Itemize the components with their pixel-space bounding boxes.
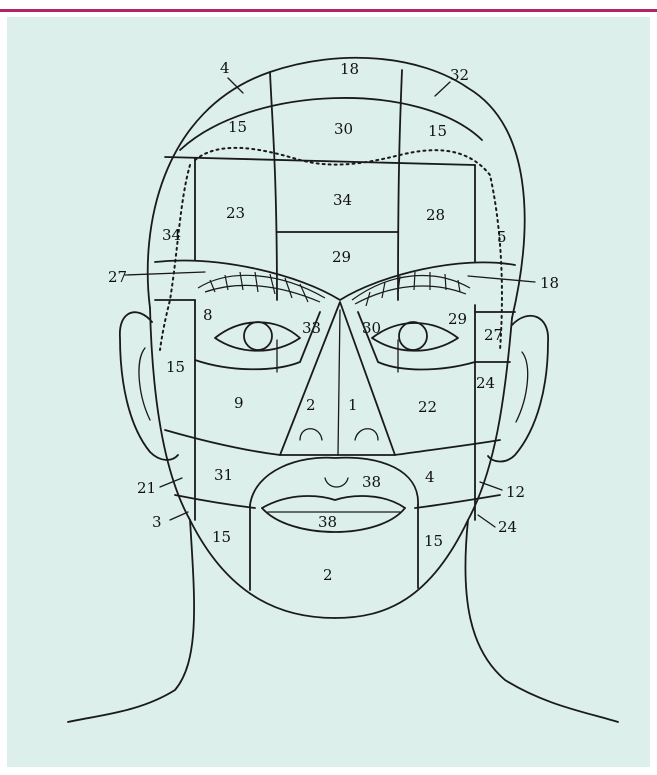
nose-bridge	[338, 310, 340, 455]
left-eyebrow	[198, 272, 325, 302]
zone-label: 24	[476, 374, 495, 392]
zone-label: 28	[426, 206, 445, 224]
leader-line-3	[170, 512, 188, 520]
scalp-center-right	[398, 70, 402, 300]
zone-label: 5	[497, 228, 507, 246]
zone-label: 15	[228, 118, 247, 136]
right-iris	[399, 322, 427, 350]
jaw-line-left	[175, 495, 255, 508]
neck-right	[465, 520, 618, 722]
upper-lip-region	[250, 458, 418, 505]
leader-line-21	[160, 478, 182, 487]
jaw-line-right	[415, 495, 500, 508]
zone-label: 31	[214, 466, 233, 484]
zone-label: 38	[362, 473, 381, 491]
zone-label: 38	[318, 513, 337, 531]
zone-label: 2	[323, 566, 333, 584]
zone-label: 4	[220, 59, 230, 77]
neck-left	[68, 520, 194, 722]
zone-label: 33	[302, 319, 321, 337]
zone-label: 27	[108, 268, 127, 286]
zone-label: 15	[428, 122, 447, 140]
zone-label: 12	[506, 483, 525, 501]
zone-label: 32	[450, 66, 469, 84]
zone-label: 30	[362, 319, 381, 337]
philtrum	[325, 478, 348, 487]
right-eyebrow	[352, 272, 470, 306]
zone-label: 1	[348, 396, 358, 414]
zone-label: 34	[333, 191, 352, 209]
left-iris	[244, 322, 272, 350]
right-ear-inner	[516, 352, 528, 422]
left-eye	[215, 322, 300, 351]
zone-label: 15	[424, 532, 443, 550]
zone-label: 29	[332, 248, 351, 266]
zone-label: 30	[334, 120, 353, 138]
zone-label: 27	[484, 326, 503, 344]
zone-label: 8	[203, 306, 213, 324]
nostrils	[300, 429, 378, 440]
mouth-upper	[262, 496, 405, 508]
leader-line-32	[435, 82, 450, 96]
zone-label: 2	[306, 396, 316, 414]
brow-line	[155, 261, 515, 300]
leader-line-24	[478, 515, 495, 527]
zone-label: 18	[540, 274, 559, 292]
zone-label: 21	[137, 479, 156, 497]
zone-label: 15	[212, 528, 231, 546]
zone-label: 24	[498, 518, 517, 536]
zone-label: 23	[226, 204, 245, 222]
face-outline-left	[150, 308, 335, 618]
zone-label: 4	[425, 468, 435, 486]
cheek-lower-line	[165, 430, 280, 455]
zone-label: 18	[340, 60, 359, 78]
left-ear-inner	[139, 348, 150, 420]
zone-label: 9	[234, 394, 244, 412]
right-eye	[372, 323, 458, 351]
left-ear	[120, 312, 178, 460]
leader-line-27	[125, 272, 205, 275]
zone-label: 34	[162, 226, 181, 244]
cheek-lower-line-right	[395, 440, 500, 455]
zone-label: 3	[152, 513, 162, 531]
hairline-dotted-left	[160, 165, 190, 350]
head-outline	[148, 58, 525, 318]
zone-label: 15	[166, 358, 185, 376]
forehead-top-line	[165, 157, 475, 165]
zone-label: 22	[418, 398, 437, 416]
zone-label: 29	[448, 310, 467, 328]
